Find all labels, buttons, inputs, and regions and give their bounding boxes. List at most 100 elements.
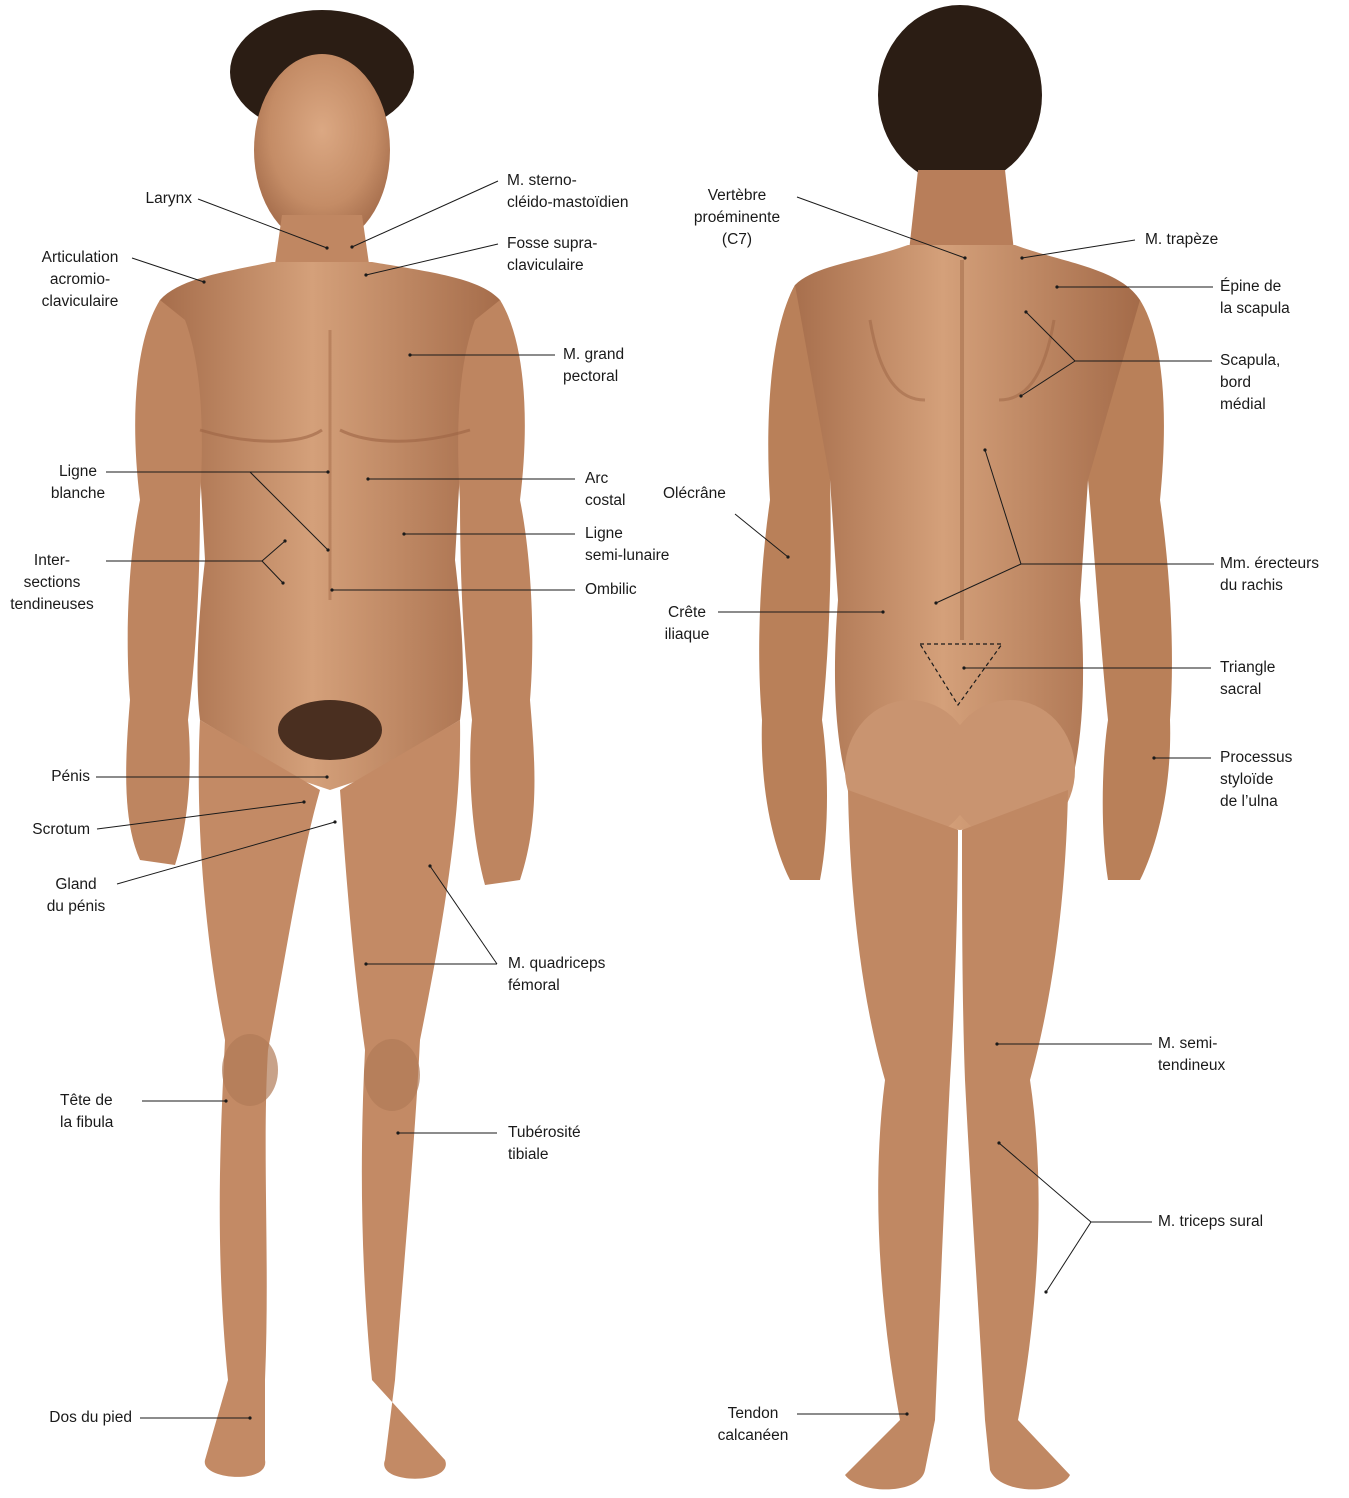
label-acromio-line-1: Articulation <box>30 247 130 269</box>
label-scapula-line-3: médial <box>1220 394 1280 416</box>
label-intersections-tendineuses: Inter- sections tendineuses <box>4 550 100 616</box>
label-semi-lunaire-line-2: semi-lunaire <box>585 545 669 567</box>
label-arc-costal: Arc costal <box>585 468 626 512</box>
label-olecrane-line: Olécrâne <box>663 483 726 505</box>
label-semi-lunaire-line-1: Ligne <box>585 523 669 545</box>
label-tendon-calcaneen: Tendon calcanéen <box>715 1403 791 1447</box>
label-sterno-line-2: cléido-mastoïdien <box>507 192 628 214</box>
label-pectoral-line-2: pectoral <box>563 366 624 388</box>
anterior-right-knee <box>364 1039 420 1111</box>
label-ligne-semi-lunaire: Ligne semi-lunaire <box>585 523 669 567</box>
label-grand-pectoral: M. grand pectoral <box>563 344 624 388</box>
label-intersections-line-1: Inter- <box>4 550 100 572</box>
label-epine-line-2: la scapula <box>1220 298 1290 320</box>
posterior-body-figure <box>759 5 1172 1489</box>
label-intersections-line-3: tendineuses <box>4 594 100 616</box>
label-larynx: Larynx <box>120 188 192 210</box>
label-dos-du-pied: Dos du pied <box>10 1407 132 1429</box>
posterior-left-leg <box>962 790 1070 1489</box>
leader-acromio <box>132 258 204 282</box>
label-processus-styloide: Processus styloïde de l’ulna <box>1220 747 1292 813</box>
anterior-body-figure <box>126 10 534 1479</box>
label-olecrane: Olécrâne <box>663 483 726 505</box>
anterior-right-arm <box>126 300 202 865</box>
label-calcaneen-line-2: calcanéen <box>715 1425 791 1447</box>
label-gland-du-penis: Gland du pénis <box>40 874 112 918</box>
label-tuberosite-line-2: tibiale <box>508 1144 581 1166</box>
label-erecteurs-line-2: du rachis <box>1220 575 1319 597</box>
label-crete-line-1: Crête <box>660 602 714 624</box>
label-ligne-blanche-line-1: Ligne <box>50 461 106 483</box>
anterior-left-arm <box>458 300 534 885</box>
label-acromio-line-2: acromio- <box>30 269 130 291</box>
label-fosse-line-2: claviculaire <box>507 255 597 277</box>
label-styloide-line-1: Processus <box>1220 747 1292 769</box>
label-triangle-line-1: Triangle <box>1220 657 1275 679</box>
label-epine-de-la-scapula: Épine de la scapula <box>1220 276 1290 320</box>
posterior-hair <box>878 5 1042 185</box>
leader-trapeze <box>1022 240 1135 258</box>
anterior-pubic-hair <box>278 700 382 760</box>
label-tuberosite-tibiale: Tubérosité tibiale <box>508 1122 581 1166</box>
label-semi-tendineux: M. semi- tendineux <box>1158 1033 1225 1077</box>
label-triangle-line-2: sacral <box>1220 679 1275 701</box>
label-tuberosite-line-1: Tubérosité <box>508 1122 581 1144</box>
label-triceps-sural: M. triceps sural <box>1158 1211 1263 1233</box>
label-ombilic: Ombilic <box>585 579 637 601</box>
label-fibula-line-2: la fibula <box>60 1112 113 1134</box>
label-vertebre-proeminente: Vertèbre proéminente (C7) <box>682 185 792 251</box>
label-penis: Pénis <box>20 766 90 788</box>
label-semitendineux-line-2: tendineux <box>1158 1055 1225 1077</box>
label-triceps-line: M. triceps sural <box>1158 1211 1263 1233</box>
label-scrotum-line: Scrotum <box>10 819 90 841</box>
label-quadriceps-femoral: M. quadriceps fémoral <box>508 953 605 997</box>
anterior-left-knee <box>222 1034 278 1106</box>
label-scrotum: Scrotum <box>10 819 90 841</box>
label-vertebre-line-2: proéminente <box>682 207 792 229</box>
label-vertebre-line-1: Vertèbre <box>682 185 792 207</box>
label-crete-line-2: iliaque <box>660 624 714 646</box>
label-intersections-line-2: sections <box>4 572 100 594</box>
label-styloide-line-2: styloïde <box>1220 769 1292 791</box>
label-styloide-line-3: de l’ulna <box>1220 791 1292 813</box>
label-scapula-line-2: bord <box>1220 372 1280 394</box>
label-penis-line: Pénis <box>20 766 90 788</box>
label-ligne-blanche-line-2: blanche <box>50 483 106 505</box>
label-tete-de-la-fibula: Tête de la fibula <box>60 1090 113 1134</box>
label-crete-iliaque: Crête iliaque <box>660 602 714 646</box>
label-epine-line-1: Épine de <box>1220 276 1290 298</box>
label-acromio-line-3: claviculaire <box>30 291 130 313</box>
label-pectoral-line-1: M. grand <box>563 344 624 366</box>
label-larynx-line: Larynx <box>120 188 192 210</box>
label-scapula-line-1: Scapula, <box>1220 350 1280 372</box>
label-fibula-line-1: Tête de <box>60 1090 113 1112</box>
label-gland-line-1: Gland <box>40 874 112 896</box>
label-fosse-line-1: Fosse supra- <box>507 233 597 255</box>
label-gland-line-2: du pénis <box>40 896 112 918</box>
label-vertebre-line-3: (C7) <box>682 229 792 251</box>
label-quadriceps-line-1: M. quadriceps <box>508 953 605 975</box>
label-arc-costal-line-1: Arc <box>585 468 626 490</box>
label-erecteurs-du-rachis: Mm. érecteurs du rachis <box>1220 553 1319 597</box>
leader-fosse <box>366 244 498 275</box>
label-ombilic-line: Ombilic <box>585 579 637 601</box>
label-triangle-sacral: Triangle sacral <box>1220 657 1275 701</box>
label-trapeze: M. trapèze <box>1145 229 1218 251</box>
label-trapeze-line: M. trapèze <box>1145 229 1218 251</box>
label-ligne-blanche: Ligne blanche <box>50 461 106 505</box>
label-arc-costal-line-2: costal <box>585 490 626 512</box>
label-sterno-line-1: M. sterno- <box>507 170 628 192</box>
label-dos-pied-line: Dos du pied <box>10 1407 132 1429</box>
posterior-right-leg <box>845 790 958 1489</box>
label-fosse-supra-claviculaire: Fosse supra- claviculaire <box>507 233 597 277</box>
label-calcaneen-line-1: Tendon <box>715 1403 791 1425</box>
label-scapula-bord-medial: Scapula, bord médial <box>1220 350 1280 416</box>
label-articulation-acromio-claviculaire: Articulation acromio- claviculaire <box>30 247 130 313</box>
label-quadriceps-line-2: fémoral <box>508 975 605 997</box>
label-semitendineux-line-1: M. semi- <box>1158 1033 1225 1055</box>
label-erecteurs-line-1: Mm. érecteurs <box>1220 553 1319 575</box>
label-sterno-cleido-mastoidien: M. sterno- cléido-mastoïdien <box>507 170 628 214</box>
leader-triceps-c <box>1046 1222 1091 1292</box>
